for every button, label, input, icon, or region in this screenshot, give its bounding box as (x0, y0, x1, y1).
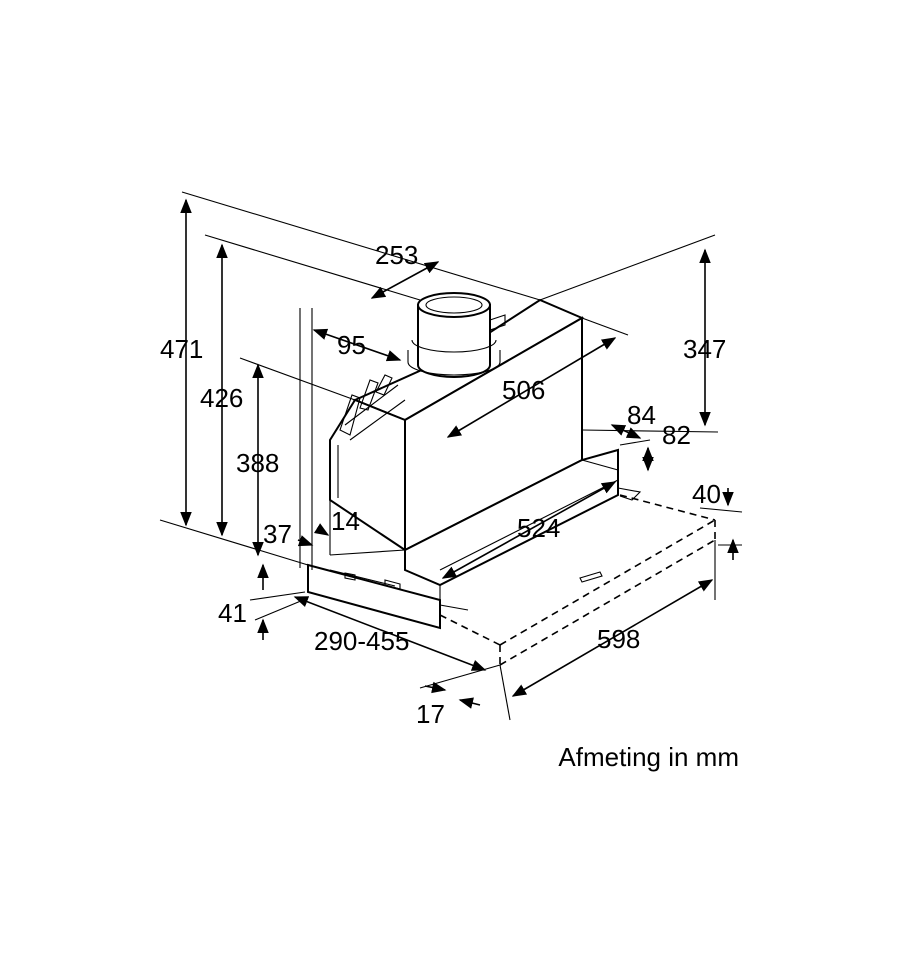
dim-524: 524 (517, 513, 560, 543)
dim-506: 506 (502, 375, 545, 405)
dim-82: 82 (662, 420, 691, 450)
dimension-labels: 471 426 388 253 95 506 347 84 82 40 524 … (160, 240, 726, 729)
housing-left-face (329, 398, 406, 552)
dim-17: 17 (416, 699, 445, 729)
dim-347: 347 (683, 334, 726, 364)
dim-84: 84 (627, 400, 656, 430)
dim-37: 37 (263, 519, 292, 549)
units-caption: Afmeting in mm (558, 742, 739, 772)
visor-handle (579, 571, 603, 583)
dim-253: 253 (375, 240, 418, 270)
dim-388: 388 (236, 448, 279, 478)
dim-471: 471 (160, 334, 203, 364)
dim-41: 41 (218, 598, 247, 628)
dim-40: 40 (692, 479, 721, 509)
dim-290-455: 290-455 (314, 626, 409, 656)
dim-598: 598 (597, 624, 640, 654)
exhaust-collar (407, 292, 506, 378)
dim-14: 14 (331, 506, 360, 536)
dim-426: 426 (200, 383, 243, 413)
dim-95: 95 (337, 330, 366, 360)
dimension-arrows (180, 198, 739, 709)
